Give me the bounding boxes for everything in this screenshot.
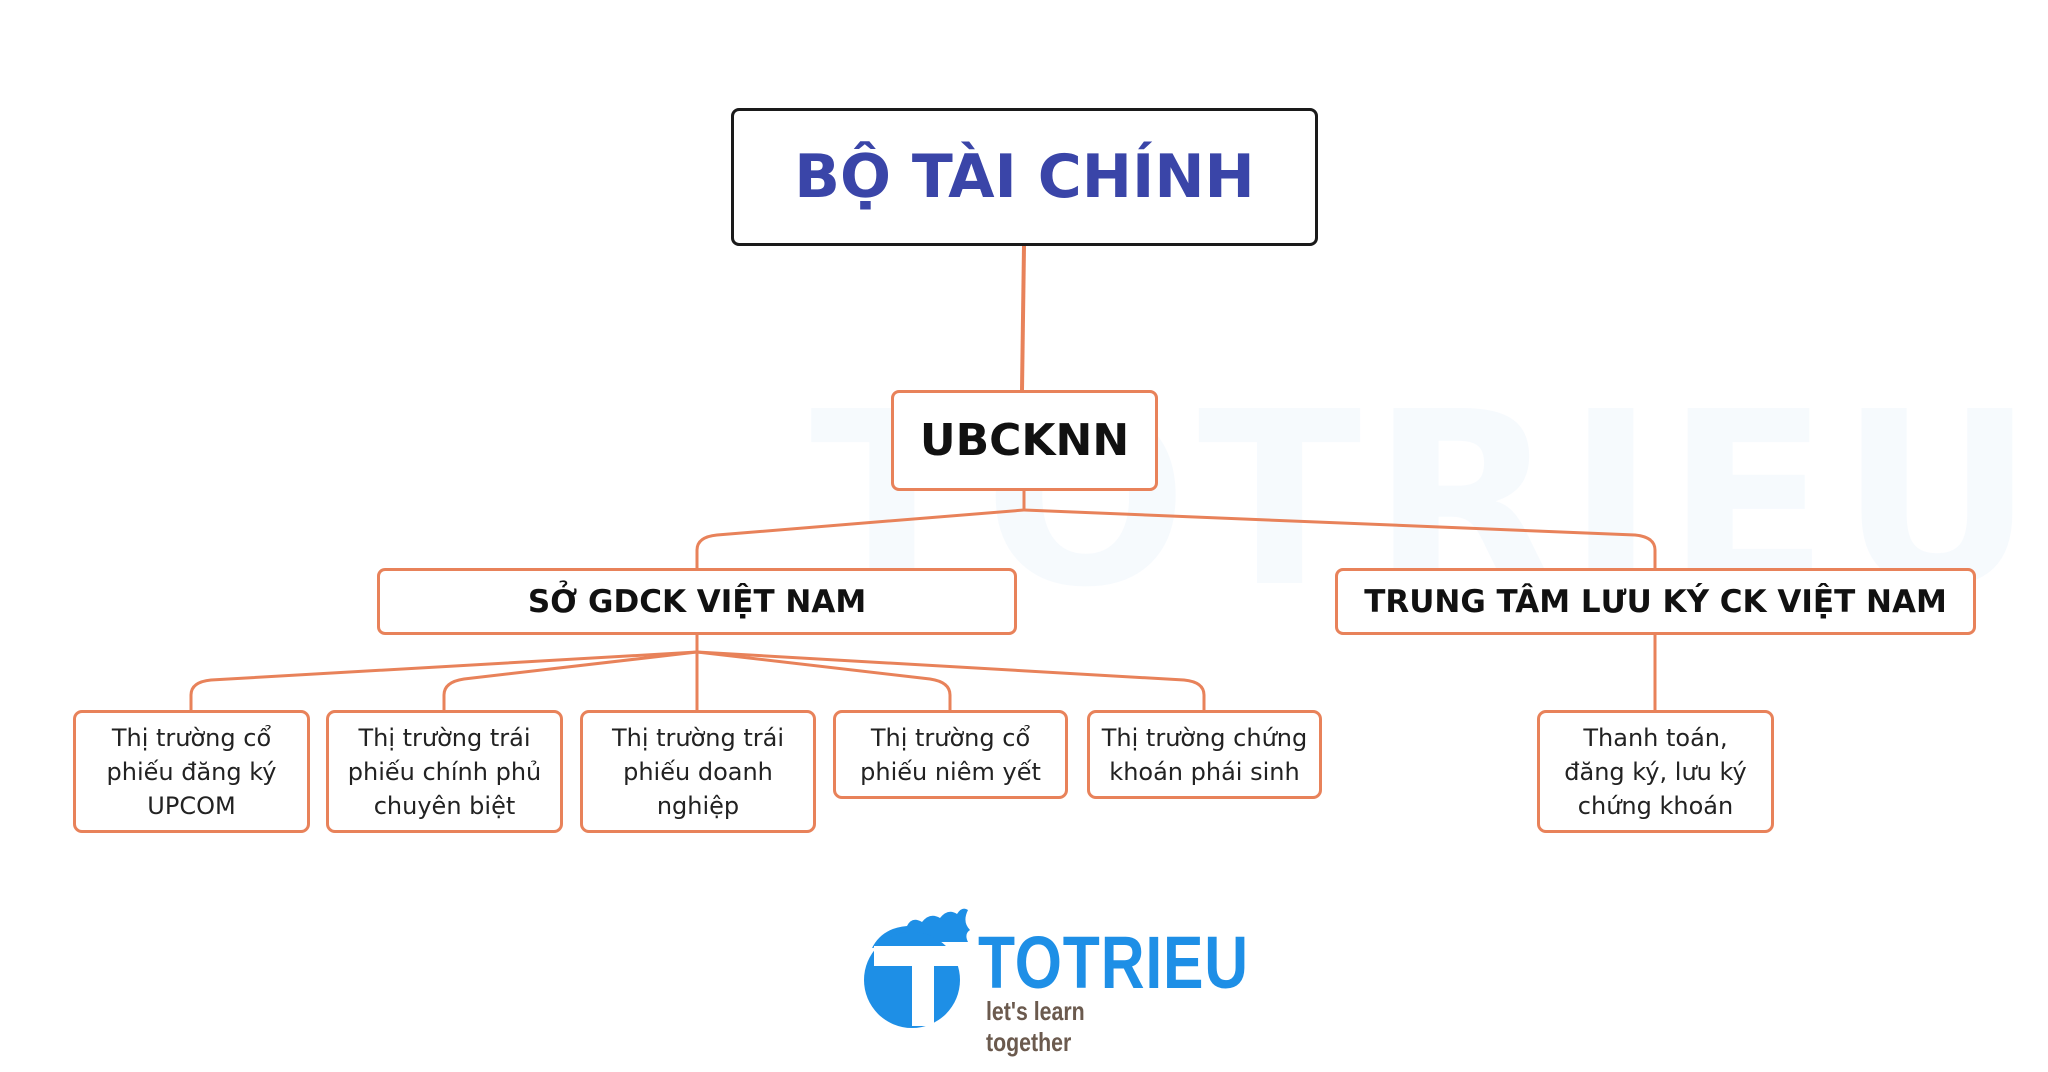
node-upcom: Thị trường cổ phiếu đăng ký UPCOM — [73, 710, 310, 833]
node-label: TRUNG TÂM LƯU KÝ CK VIỆT NAM — [1364, 583, 1947, 620]
connector-leaf-4 — [696, 650, 952, 710]
connector-mid-vsd — [1023, 508, 1657, 568]
node-label: Thị trường cổ phiếu đăng ký UPCOM — [106, 723, 277, 820]
node-phai-sinh: Thị trường chứng khoán phái sinh — [1087, 710, 1322, 799]
node-bo-tai-chinh: BỘ TÀI CHÍNH — [731, 108, 1318, 246]
node-so-gdck: SỞ GDCK VIỆT NAM — [377, 568, 1017, 635]
node-thanh-toan-luu-ky: Thanh toán, đăng ký, lưu ký chứng khoán — [1537, 710, 1774, 833]
node-ubcknn: UBCKNN — [891, 390, 1158, 491]
node-trai-phieu-doanh-nghiep: Thị trường trái phiếu doanh nghiệp — [580, 710, 816, 833]
connector-leaf-5 — [696, 650, 1206, 710]
connector-leaf-1 — [189, 635, 699, 710]
node-label: SỞ GDCK VIỆT NAM — [527, 583, 867, 620]
node-label: UBCKNN — [919, 415, 1130, 466]
node-trai-phieu-chinh-phu: Thị trường trái phiếu chính phủ chuyên b… — [326, 710, 563, 833]
node-co-phieu-niem-yet: Thị trường cổ phiếu niêm yết — [833, 710, 1068, 799]
node-label: Thanh toán, đăng ký, lưu ký chứng khoán — [1564, 723, 1747, 820]
node-label: BỘ TÀI CHÍNH — [794, 142, 1255, 212]
node-label: Thị trường cổ phiếu niêm yết — [860, 723, 1041, 786]
node-trung-tam-luu-ky: TRUNG TÂM LƯU KÝ CK VIỆT NAM — [1335, 568, 1976, 635]
logo-flame-t-icon — [864, 908, 970, 1028]
logo-tagline: let's learn together — [986, 996, 1085, 1057]
connector-root-mid — [1020, 245, 1026, 391]
node-label: Thị trường trái phiếu doanh nghiệp — [611, 723, 785, 820]
node-label: Thị trường chứng khoán phái sinh — [1101, 723, 1308, 786]
connector-mid-sgdck — [695, 491, 1026, 568]
totrieu-logo: TOTRIEU let's learn together — [852, 908, 1248, 1057]
node-label: Thị trường trái phiếu chính phủ chuyên b… — [347, 723, 542, 820]
connector-leaf-2 — [442, 650, 698, 710]
logo-wordmark: TOTRIEU — [978, 921, 1249, 1004]
